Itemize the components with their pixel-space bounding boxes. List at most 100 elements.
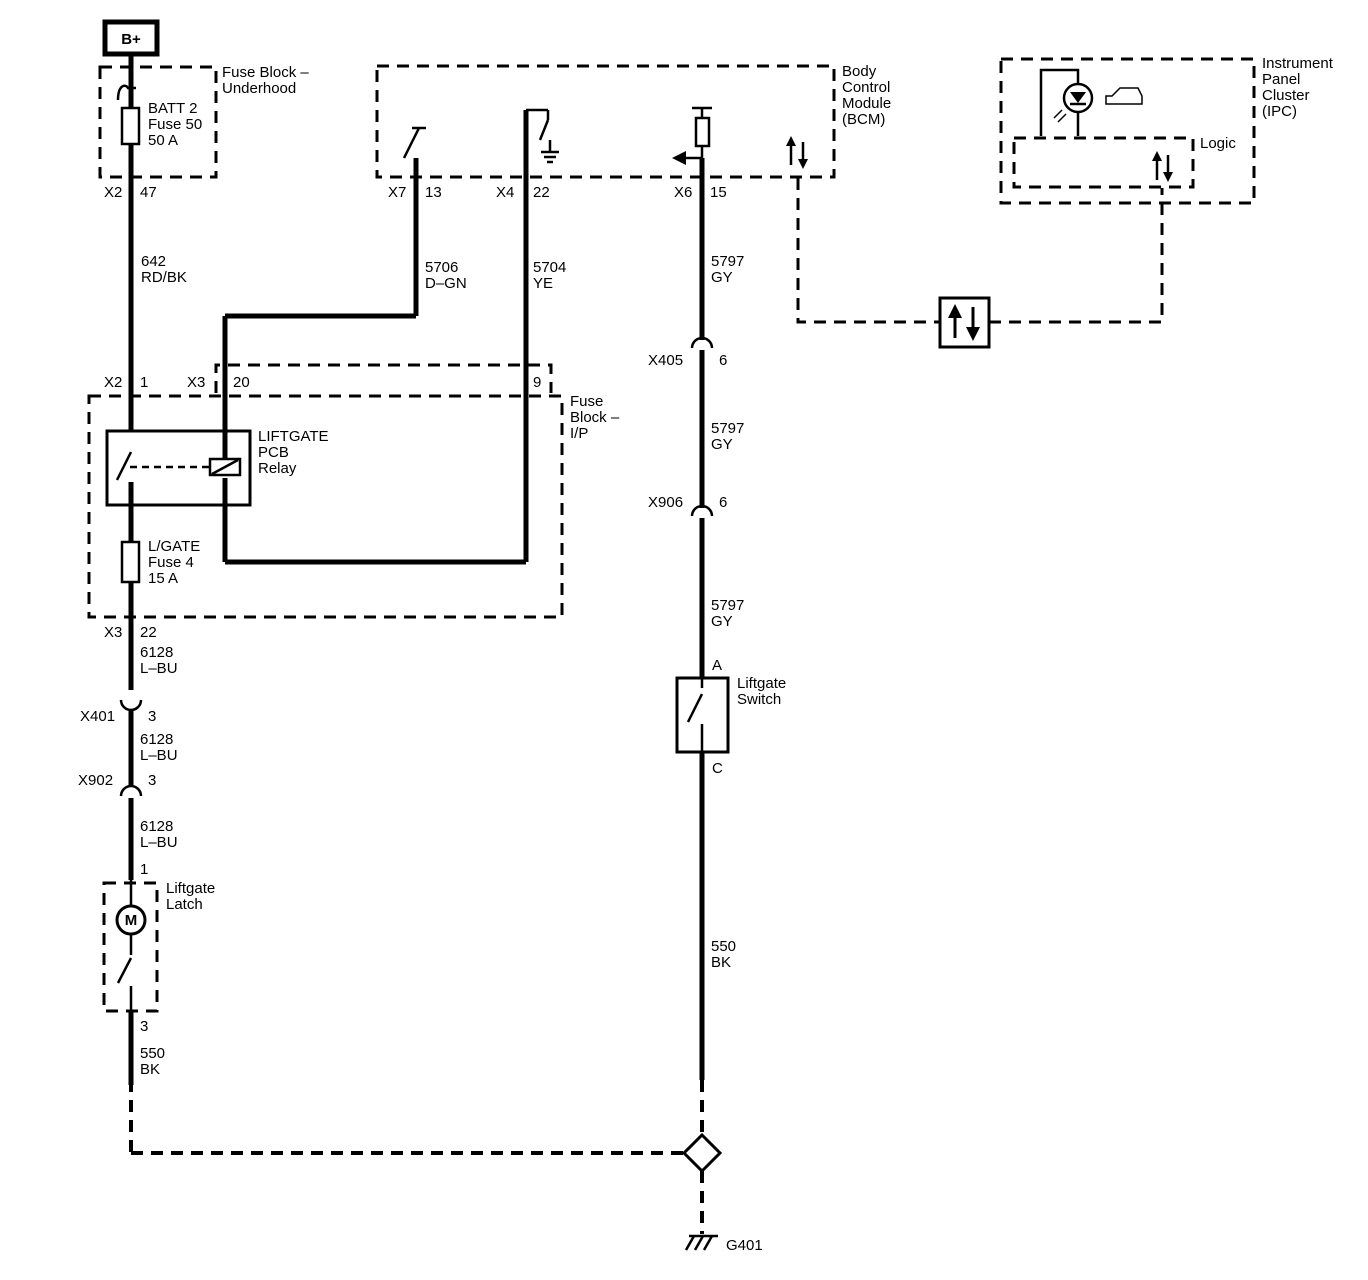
fuse-50-label-1: BATT 2: [148, 100, 197, 117]
svg-text:5797: 5797: [711, 420, 744, 437]
fuse-50-label-3: 50 A: [148, 132, 178, 149]
connector-x906: [690, 504, 714, 517]
fuse-4-icon: [120, 540, 141, 584]
svg-text:D–GN: D–GN: [425, 275, 467, 292]
svg-text:Liftgate: Liftgate: [166, 880, 215, 897]
svg-text:X401: X401: [80, 708, 115, 725]
svg-text:3: 3: [148, 708, 156, 725]
svg-text:20: 20: [233, 374, 250, 391]
svg-text:6128: 6128: [140, 818, 173, 835]
svg-text:Instrument: Instrument: [1262, 55, 1334, 72]
fuse-block-underhood: Fuse Block – Underhood BATT 2 Fuse 50 50…: [98, 64, 309, 179]
instrument-panel-cluster: Instrument Panel Cluster (IPC) Logic: [999, 55, 1334, 205]
svg-text:13: 13: [425, 184, 442, 201]
x2-47-connector: X2: [104, 184, 122, 201]
svg-text:G401: G401: [726, 1237, 763, 1254]
svg-text:L–BU: L–BU: [140, 660, 178, 677]
svg-text:550: 550: [711, 938, 736, 955]
bcm-ground-switch-icon: [526, 108, 559, 164]
svg-text:Cluster: Cluster: [1262, 87, 1310, 104]
svg-text:X7: X7: [388, 184, 406, 201]
svg-text:B+: B+: [121, 31, 141, 48]
svg-text:(BCM): (BCM): [842, 111, 885, 128]
svg-text:X4: X4: [496, 184, 514, 201]
svg-text:Module: Module: [842, 95, 891, 112]
bcm-switch-x7-icon: [402, 126, 426, 159]
bus-connection-icon: [116, 84, 136, 101]
x2-47-pin: 47: [140, 184, 157, 201]
svg-text:X3: X3: [187, 374, 205, 391]
svg-text:Panel: Panel: [1262, 71, 1300, 88]
svg-text:(IPC): (IPC): [1262, 103, 1297, 120]
svg-text:5704: 5704: [533, 259, 566, 276]
svg-text:M: M: [125, 912, 138, 929]
svg-text:GY: GY: [711, 613, 733, 630]
svg-text:9: 9: [533, 374, 541, 391]
svg-text:Liftgate: Liftgate: [737, 675, 786, 692]
fuse-block-underhood-title-2: Underhood: [222, 80, 296, 97]
svg-text:RD/BK: RD/BK: [141, 269, 187, 286]
body-control-module: Body Control Module (BCM): [375, 63, 891, 179]
svg-text:Body: Body: [842, 63, 877, 80]
serial-data-bidirectional-icon: [938, 296, 991, 349]
svg-text:LIFTGATE: LIFTGATE: [258, 428, 329, 445]
vehicle-liftgate-icon: [1105, 87, 1143, 105]
svg-text:Control: Control: [842, 79, 890, 96]
svg-text:Switch: Switch: [737, 691, 781, 708]
svg-text:L/GATE: L/GATE: [148, 538, 200, 555]
svg-text:PCB: PCB: [258, 444, 289, 461]
svg-text:X906: X906: [648, 494, 683, 511]
bcm-serial-data-icon: [786, 136, 808, 169]
svg-text:L–BU: L–BU: [140, 747, 178, 764]
svg-text:1: 1: [140, 374, 148, 391]
svg-text:L–BU: L–BU: [140, 834, 178, 851]
svg-text:YE: YE: [533, 275, 553, 292]
fuse-block-ip: Fuse Block – I/P LIFTGATE PCB Relay L/GA…: [87, 363, 620, 619]
svg-text:X2: X2: [104, 374, 122, 391]
svg-text:Relay: Relay: [258, 460, 297, 477]
svg-text:642: 642: [141, 253, 166, 270]
svg-text:6: 6: [719, 352, 727, 369]
liftgate-latch: M: [102, 880, 159, 1013]
svg-text:1: 1: [140, 861, 148, 878]
svg-text:GY: GY: [711, 269, 733, 286]
battery-positive-box: B+: [102, 19, 160, 57]
connector-x401: [119, 699, 143, 712]
splice-diamond: [681, 1132, 723, 1174]
fuse-block-underhood-title-1: Fuse Block –: [222, 64, 309, 81]
liftgate-relay-box: [105, 429, 252, 507]
svg-text:X902: X902: [78, 772, 113, 789]
svg-text:BK: BK: [711, 954, 731, 971]
svg-text:A: A: [712, 657, 722, 674]
svg-text:X3: X3: [104, 624, 122, 641]
svg-text:6128: 6128: [140, 644, 173, 661]
svg-text:3: 3: [148, 772, 156, 789]
svg-text:6: 6: [719, 494, 727, 511]
svg-text:5797: 5797: [711, 597, 744, 614]
fuse-50-icon: [120, 106, 141, 146]
liftgate-switch: [675, 676, 730, 754]
svg-text:22: 22: [533, 184, 550, 201]
svg-text:Fuse 4: Fuse 4: [148, 554, 194, 571]
svg-text:X405: X405: [648, 352, 683, 369]
svg-text:5797: 5797: [711, 253, 744, 270]
svg-text:550: 550: [140, 1045, 165, 1062]
svg-text:BK: BK: [140, 1061, 160, 1078]
svg-text:6128: 6128: [140, 731, 173, 748]
connector-x405: [690, 336, 714, 349]
svg-text:C: C: [712, 760, 723, 777]
svg-text:3: 3: [140, 1018, 148, 1035]
svg-text:Block –: Block –: [570, 409, 620, 426]
connector-x902: [119, 784, 143, 797]
svg-text:22: 22: [140, 624, 157, 641]
svg-text:Fuse: Fuse: [570, 393, 603, 410]
svg-text:15 A: 15 A: [148, 570, 178, 587]
svg-text:5706: 5706: [425, 259, 458, 276]
svg-text:15: 15: [710, 184, 727, 201]
svg-text:I/P: I/P: [570, 425, 588, 442]
ground-g401-icon: [684, 1234, 718, 1251]
svg-text:GY: GY: [711, 436, 733, 453]
svg-text:Latch: Latch: [166, 896, 203, 913]
bcm-input-x6-icon: [672, 106, 712, 165]
